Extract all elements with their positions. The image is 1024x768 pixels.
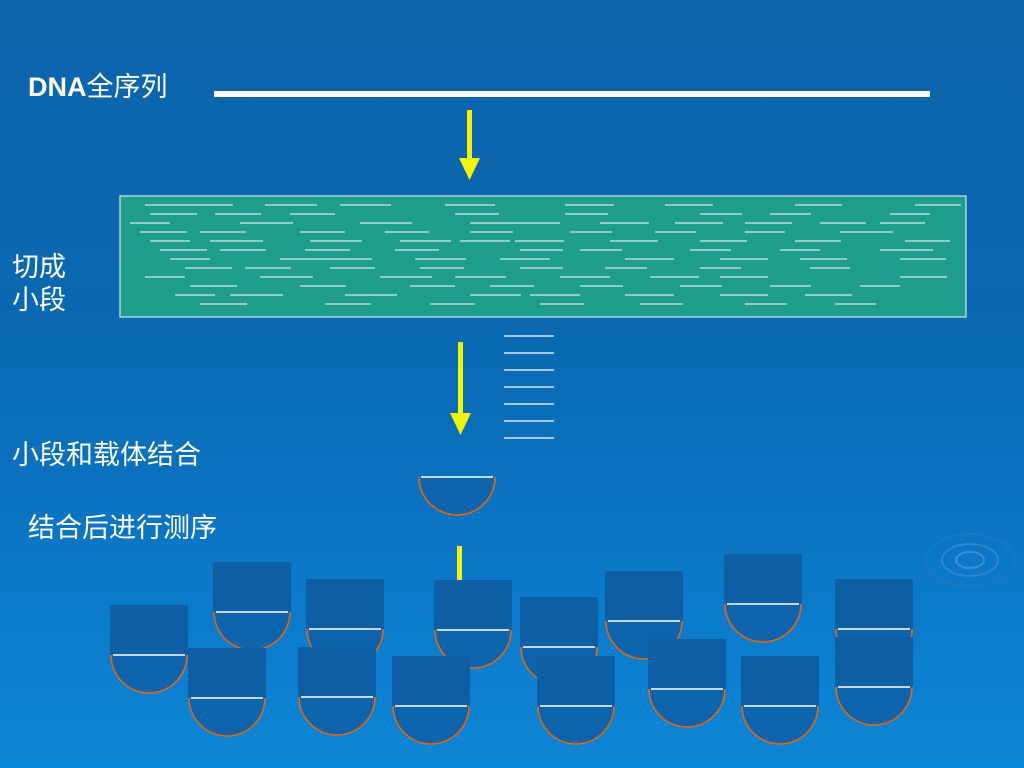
- clone-vector: [741, 656, 819, 745]
- vector-cup: [110, 654, 188, 694]
- clone-cap: [605, 571, 683, 621]
- clone-vector: [835, 637, 913, 726]
- clone-vector: [298, 647, 376, 736]
- vector-cup: [418, 476, 496, 516]
- arrow-2: [450, 342, 471, 435]
- clone-cap: [110, 605, 188, 655]
- fragment-stack: [504, 335, 554, 439]
- clone-cap: [306, 579, 384, 629]
- vector-cup: [835, 686, 913, 726]
- sequencing-clones: [110, 554, 913, 745]
- dna-fragments-box: [119, 195, 967, 318]
- clone-cap: [537, 656, 615, 706]
- clone-cap: [213, 562, 291, 612]
- fragment-vector-combine-label: 小段和载体结合: [12, 440, 201, 471]
- clone-vector: [537, 656, 615, 745]
- clone-vector: [188, 648, 266, 737]
- clone-cap: [741, 656, 819, 706]
- vector-cup: [213, 611, 291, 651]
- vector-cup: [741, 705, 819, 745]
- clone-vector: [392, 656, 470, 745]
- sequencing-after-combine-label: 结合后进行测序: [28, 513, 217, 544]
- cut-into-fragments-label: 切成小段: [12, 252, 66, 316]
- clone-vector: [724, 554, 802, 643]
- vector-cup: [648, 688, 726, 728]
- clone-vector: [605, 571, 683, 660]
- clone-vector: [418, 476, 496, 516]
- vector-with-fragment: [418, 476, 496, 516]
- clone-vector: [110, 605, 188, 694]
- dna-sequence-line: [214, 91, 930, 97]
- clone-cap: [724, 554, 802, 604]
- clone-cap: [835, 579, 913, 629]
- clone-vector: [434, 580, 512, 669]
- vector-cup: [298, 696, 376, 736]
- clone-vector: [648, 639, 726, 728]
- vector-cup: [724, 603, 802, 643]
- clone-vector: [213, 562, 291, 651]
- clone-cap: [392, 656, 470, 706]
- water-ripple-decoration: [925, 533, 1015, 587]
- vector-cup: [188, 697, 266, 737]
- arrow-1: [459, 110, 480, 180]
- vector-cup: [537, 705, 615, 745]
- clone-cap: [434, 580, 512, 630]
- clone-cap: [188, 648, 266, 698]
- clone-cap: [648, 639, 726, 689]
- clone-cap: [520, 597, 598, 647]
- clone-cap: [835, 637, 913, 687]
- clone-cap: [298, 647, 376, 697]
- dna-fragment-lines: [130, 204, 961, 305]
- vector-cup: [392, 705, 470, 745]
- dna-full-sequence-label: DNA全序列: [28, 72, 168, 103]
